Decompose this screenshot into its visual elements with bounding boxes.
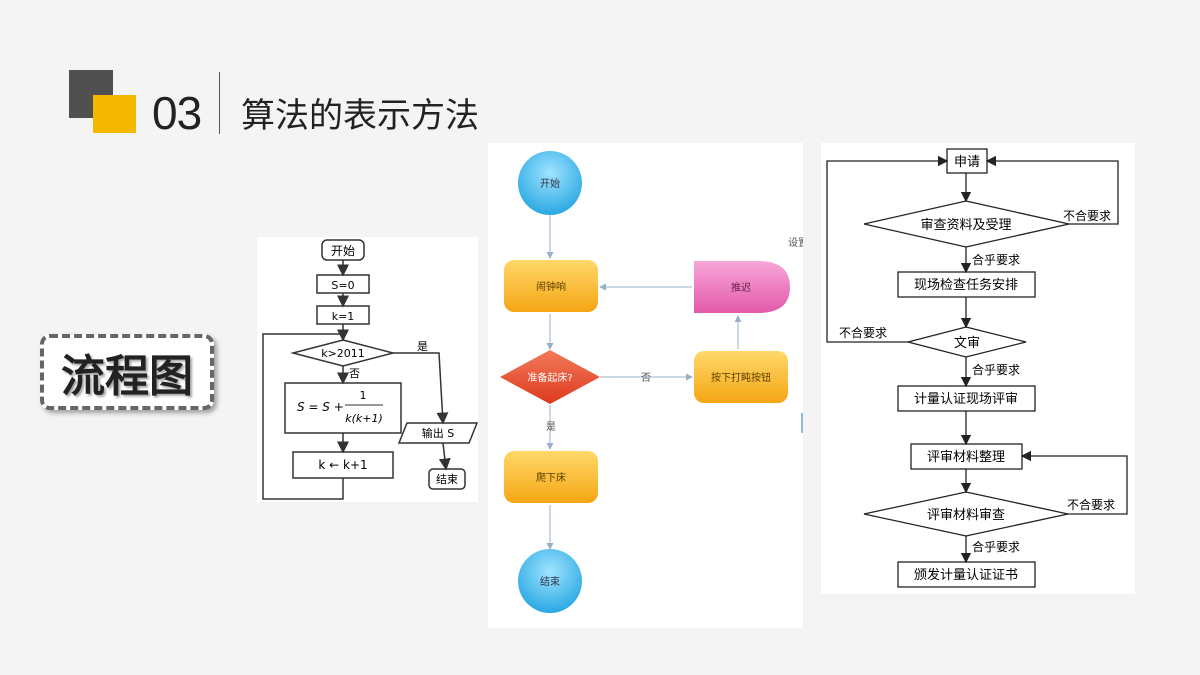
- rf-ok-1-label: 合乎要求: [972, 252, 1020, 267]
- header-square-yellow: [93, 95, 136, 133]
- rf-ok-3-label: 合乎要求: [972, 539, 1020, 554]
- mf-start-label: 开始: [540, 177, 560, 190]
- mf-yes-label: 是: [546, 421, 556, 433]
- lf-init-s-label: S=0: [331, 279, 354, 292]
- lf-increment-label: k ← k+1: [318, 458, 367, 472]
- lf-formula-lhs: S = S +: [297, 400, 344, 414]
- right-flowchart-panel: 申请 审查资料及受理 不合要求 合乎要求 现场检查任务安排 不合要求 文审 合乎…: [821, 143, 1135, 594]
- mf-decision-label: 准备起床?: [527, 371, 572, 384]
- lf-init-k-label: k=1: [332, 310, 355, 323]
- rf-ok-2-label: 合乎要求: [972, 362, 1020, 377]
- mf-side-text: 设置: [788, 237, 803, 249]
- rf-issue-label: 颁发计量认证证书: [914, 567, 1018, 583]
- mf-end-node: [518, 549, 582, 613]
- mf-alarm-node: [504, 260, 598, 312]
- mf-snooze-node: [694, 351, 788, 403]
- rf-organize-node: [910, 443, 1023, 470]
- rf-issue-node: [897, 561, 1036, 588]
- rf-organize-label: 评审材料整理: [927, 450, 1005, 465]
- mf-getup-label: 爬下床: [536, 471, 566, 484]
- mf-delay-node: [694, 261, 790, 313]
- mf-snooze-label: 按下打盹按钮: [711, 371, 771, 384]
- lf-cond-label: k>2011: [321, 347, 365, 360]
- header-divider: [219, 72, 220, 134]
- mf-start-node: [518, 151, 582, 215]
- mid-flowchart: 开始 闹钟响 准备起床? 否 按下打盹按钮 推迟 设置 是 爬下床 结束: [500, 151, 808, 613]
- right-flowchart: 申请 审查资料及受理 不合要求 合乎要求 现场检查任务安排 不合要求 文审 合乎…: [826, 148, 1128, 588]
- mf-end-label: 结束: [540, 575, 560, 588]
- lf-yes-label: 是: [417, 340, 428, 353]
- section-number: 03: [152, 87, 202, 139]
- rf-not-ok-2-label: 不合要求: [839, 325, 887, 340]
- left-flowchart-panel: 开始 S=0 k=1 k>2011 是 否 S = S + 1 k(k+1) k…: [257, 237, 479, 502]
- lf-output-node: [397, 422, 479, 444]
- left-flowchart: 开始 S=0 k=1 k>2011 是 否 S = S + 1 k(k+1) k…: [262, 239, 479, 500]
- mid-flowchart-panel: 开始 闹钟响 准备起床? 否 按下打盹按钮 推迟 设置 是 爬下床 结束: [488, 143, 808, 628]
- flowchart-tag-label: 流程图: [61, 351, 193, 402]
- rf-onsite-plan-label: 现场检查任务安排: [914, 277, 1018, 293]
- rf-onsite-eval-label: 计量认证现场评审: [914, 392, 1018, 407]
- rf-not-ok-3-label: 不合要求: [1067, 497, 1115, 512]
- page-title: 算法的表示方法: [241, 96, 479, 136]
- mf-no-label: 否: [641, 372, 651, 384]
- lf-output-label: 输出 S: [422, 426, 454, 440]
- mf-getup-node: [504, 451, 598, 503]
- flowchart-tag: 流程图: [40, 334, 214, 410]
- rf-review-label: 审查资料及受理: [920, 218, 1011, 233]
- lf-formula-den: k(k+1): [345, 412, 383, 425]
- mf-delay-label: 推迟: [731, 281, 751, 294]
- lf-formula-num: 1: [360, 389, 367, 402]
- mf-decision-node: [500, 350, 600, 404]
- lf-end-label: 结束: [436, 473, 458, 486]
- rf-not-ok-1-label: 不合要求: [1063, 208, 1111, 223]
- rf-check-label: 评审材料审查: [927, 508, 1005, 523]
- lf-start-label: 开始: [331, 244, 355, 258]
- rf-apply-label: 申请: [954, 155, 980, 170]
- mf-alarm-label: 闹钟响: [536, 280, 566, 293]
- rf-doc-review-label: 文审: [954, 336, 980, 351]
- lf-formula-node: [284, 382, 402, 434]
- lf-no-label: 否: [349, 367, 360, 380]
